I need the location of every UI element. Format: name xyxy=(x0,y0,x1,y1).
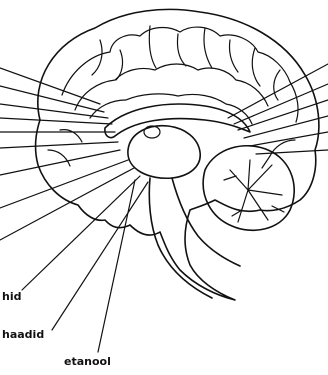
label-etanool: etanool xyxy=(64,356,111,367)
label-haadid: haadid xyxy=(2,329,44,340)
pointer-lines-right xyxy=(228,64,328,154)
pointer-lines-left xyxy=(0,68,148,330)
ventricle xyxy=(144,126,160,138)
cerebellum-arbor xyxy=(224,156,284,222)
thalamus xyxy=(128,126,200,179)
pointer-line-etanool xyxy=(98,180,135,352)
label-hid: hid xyxy=(2,291,21,302)
corpus-callosum xyxy=(105,104,250,138)
gyri-top xyxy=(62,27,298,122)
gyri-mid xyxy=(75,64,268,110)
